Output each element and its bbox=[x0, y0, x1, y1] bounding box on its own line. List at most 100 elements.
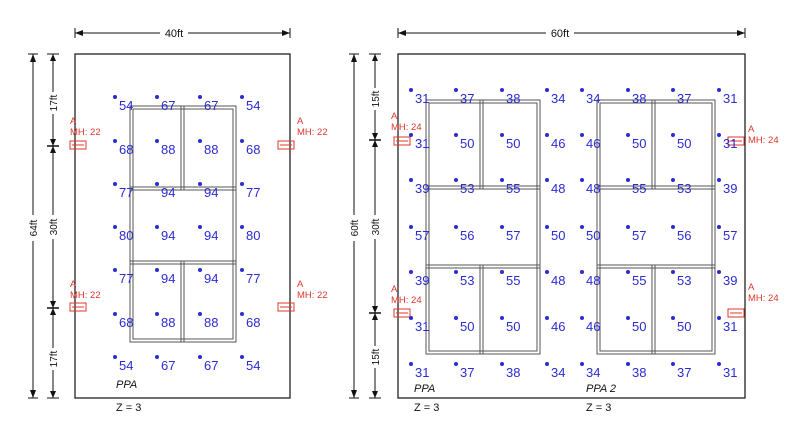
calc-point-dot bbox=[409, 225, 413, 229]
calc-point-dot bbox=[240, 139, 244, 143]
calc-point-dot bbox=[240, 312, 244, 316]
luminaire-left-4: A MH: 22 bbox=[277, 279, 328, 312]
illuminance-value: 53 bbox=[677, 181, 691, 196]
illuminance-value: 94 bbox=[161, 271, 175, 286]
calc-point-dot bbox=[454, 225, 458, 229]
luminaire-left-3: A MH: 22 bbox=[69, 279, 101, 312]
illuminance-value: 39 bbox=[415, 273, 429, 288]
luminaire-letter: A bbox=[748, 282, 755, 293]
illuminance-value: 54 bbox=[246, 98, 260, 113]
height-label-right: 60ft bbox=[350, 219, 361, 236]
illuminance-value: 34 bbox=[551, 365, 565, 380]
illuminance-value: 31 bbox=[415, 365, 429, 380]
calc-point-dot bbox=[545, 225, 549, 229]
segment-label-right-top: 15ft bbox=[371, 90, 382, 107]
illuminance-value: 50 bbox=[460, 319, 474, 334]
luminaire-letter: A bbox=[391, 111, 398, 122]
calc-point-dot bbox=[113, 139, 117, 143]
illuminance-value: 68 bbox=[246, 142, 260, 157]
illuminance-value: 48 bbox=[551, 273, 565, 288]
illuminance-value: 54 bbox=[119, 98, 133, 113]
z-label-left: Z = 3 bbox=[116, 402, 141, 414]
illuminance-value: 31 bbox=[723, 365, 737, 380]
illuminance-value: 77 bbox=[119, 185, 133, 200]
illuminance-value: 55 bbox=[632, 181, 646, 196]
area-name-right-2: PPA 2 bbox=[586, 383, 616, 395]
illuminance-value: 34 bbox=[586, 365, 600, 380]
illuminance-value: 53 bbox=[677, 273, 691, 288]
calc-point-dot bbox=[580, 88, 584, 92]
calc-point-dot bbox=[717, 270, 721, 274]
illuminance-value: 46 bbox=[551, 136, 565, 151]
segment-label-right-bottom: 15ft bbox=[371, 348, 382, 365]
calc-point-dot bbox=[580, 362, 584, 366]
illuminance-value: 77 bbox=[246, 271, 260, 286]
illuminance-value: 56 bbox=[677, 228, 691, 243]
calc-point-dot bbox=[500, 362, 504, 366]
calc-point-dot bbox=[409, 270, 413, 274]
illuminance-value: 54 bbox=[246, 358, 260, 373]
illuminance-value: 46 bbox=[586, 319, 600, 334]
illuminance-value: 31 bbox=[415, 136, 429, 151]
calc-point-dot bbox=[717, 88, 721, 92]
calc-point-dot bbox=[454, 270, 458, 274]
calc-point-dot bbox=[198, 139, 202, 143]
illuminance-value: 53 bbox=[460, 273, 474, 288]
room-right: 60ft 60ft 15ft 30 bbox=[346, 25, 779, 414]
height-dimension-left: 64ft bbox=[25, 53, 41, 399]
calc-point-dot bbox=[113, 95, 117, 99]
calc-point-dot bbox=[240, 182, 244, 186]
segment-dimension-right: 15ft 30ft 15ft bbox=[367, 53, 383, 399]
luminaire-mounting-height: MH: 24 bbox=[748, 135, 779, 146]
calc-point-dot bbox=[155, 225, 159, 229]
illuminance-value: 37 bbox=[460, 365, 474, 380]
illuminance-value: 39 bbox=[723, 273, 737, 288]
calc-point-dot bbox=[240, 225, 244, 229]
illuminance-value: 88 bbox=[204, 315, 218, 330]
illuminance-value: 55 bbox=[632, 273, 646, 288]
illuminance-value: 50 bbox=[632, 319, 646, 334]
segment-label-right-middle: 30ft bbox=[371, 218, 382, 235]
calc-point-dot bbox=[671, 88, 675, 92]
width-label-right: 60ft bbox=[551, 28, 569, 40]
luminaire-mounting-height: MH: 22 bbox=[297, 290, 328, 301]
segment-label-left-middle: 30ft bbox=[49, 218, 60, 235]
calc-point-dot bbox=[626, 225, 630, 229]
calc-point-dot bbox=[500, 270, 504, 274]
racks-left bbox=[129, 105, 237, 343]
illuminance-value: 31 bbox=[723, 319, 737, 334]
illuminance-value: 39 bbox=[723, 181, 737, 196]
segment-dimension-left: 17ft 30ft 17ft bbox=[45, 53, 61, 399]
calc-point-dot bbox=[671, 133, 675, 137]
calc-point-dot bbox=[240, 268, 244, 272]
illuminance-value: 50 bbox=[677, 319, 691, 334]
calc-point-dot bbox=[198, 95, 202, 99]
calc-point-dot bbox=[580, 178, 584, 182]
calc-point-dot bbox=[717, 316, 721, 320]
calc-point-dot bbox=[500, 178, 504, 182]
illuminance-value: 31 bbox=[415, 91, 429, 106]
calc-point-dot bbox=[454, 88, 458, 92]
illuminance-value: 50 bbox=[460, 136, 474, 151]
illuminance-value: 34 bbox=[551, 91, 565, 106]
illuminance-value: 57 bbox=[632, 228, 646, 243]
calc-point-dot bbox=[626, 316, 630, 320]
calc-point-dot bbox=[500, 88, 504, 92]
illuminance-value: 80 bbox=[246, 228, 260, 243]
illuminance-value: 77 bbox=[246, 185, 260, 200]
illuminance-value: 37 bbox=[677, 365, 691, 380]
calc-point-dot bbox=[155, 139, 159, 143]
illuminance-value: 55 bbox=[506, 181, 520, 196]
illuminance-value: 94 bbox=[204, 228, 218, 243]
illuminance-value: 50 bbox=[632, 136, 646, 151]
illuminance-value: 68 bbox=[119, 315, 133, 330]
calc-point-dot bbox=[155, 312, 159, 316]
calc-point-dot bbox=[198, 268, 202, 272]
calc-point-dot bbox=[155, 182, 159, 186]
calc-point-dot bbox=[545, 88, 549, 92]
luminaire-letter: A bbox=[70, 279, 77, 290]
calc-point-dot bbox=[240, 355, 244, 359]
illuminance-value: 31 bbox=[723, 91, 737, 106]
segment-label-left-top: 17ft bbox=[49, 94, 60, 111]
